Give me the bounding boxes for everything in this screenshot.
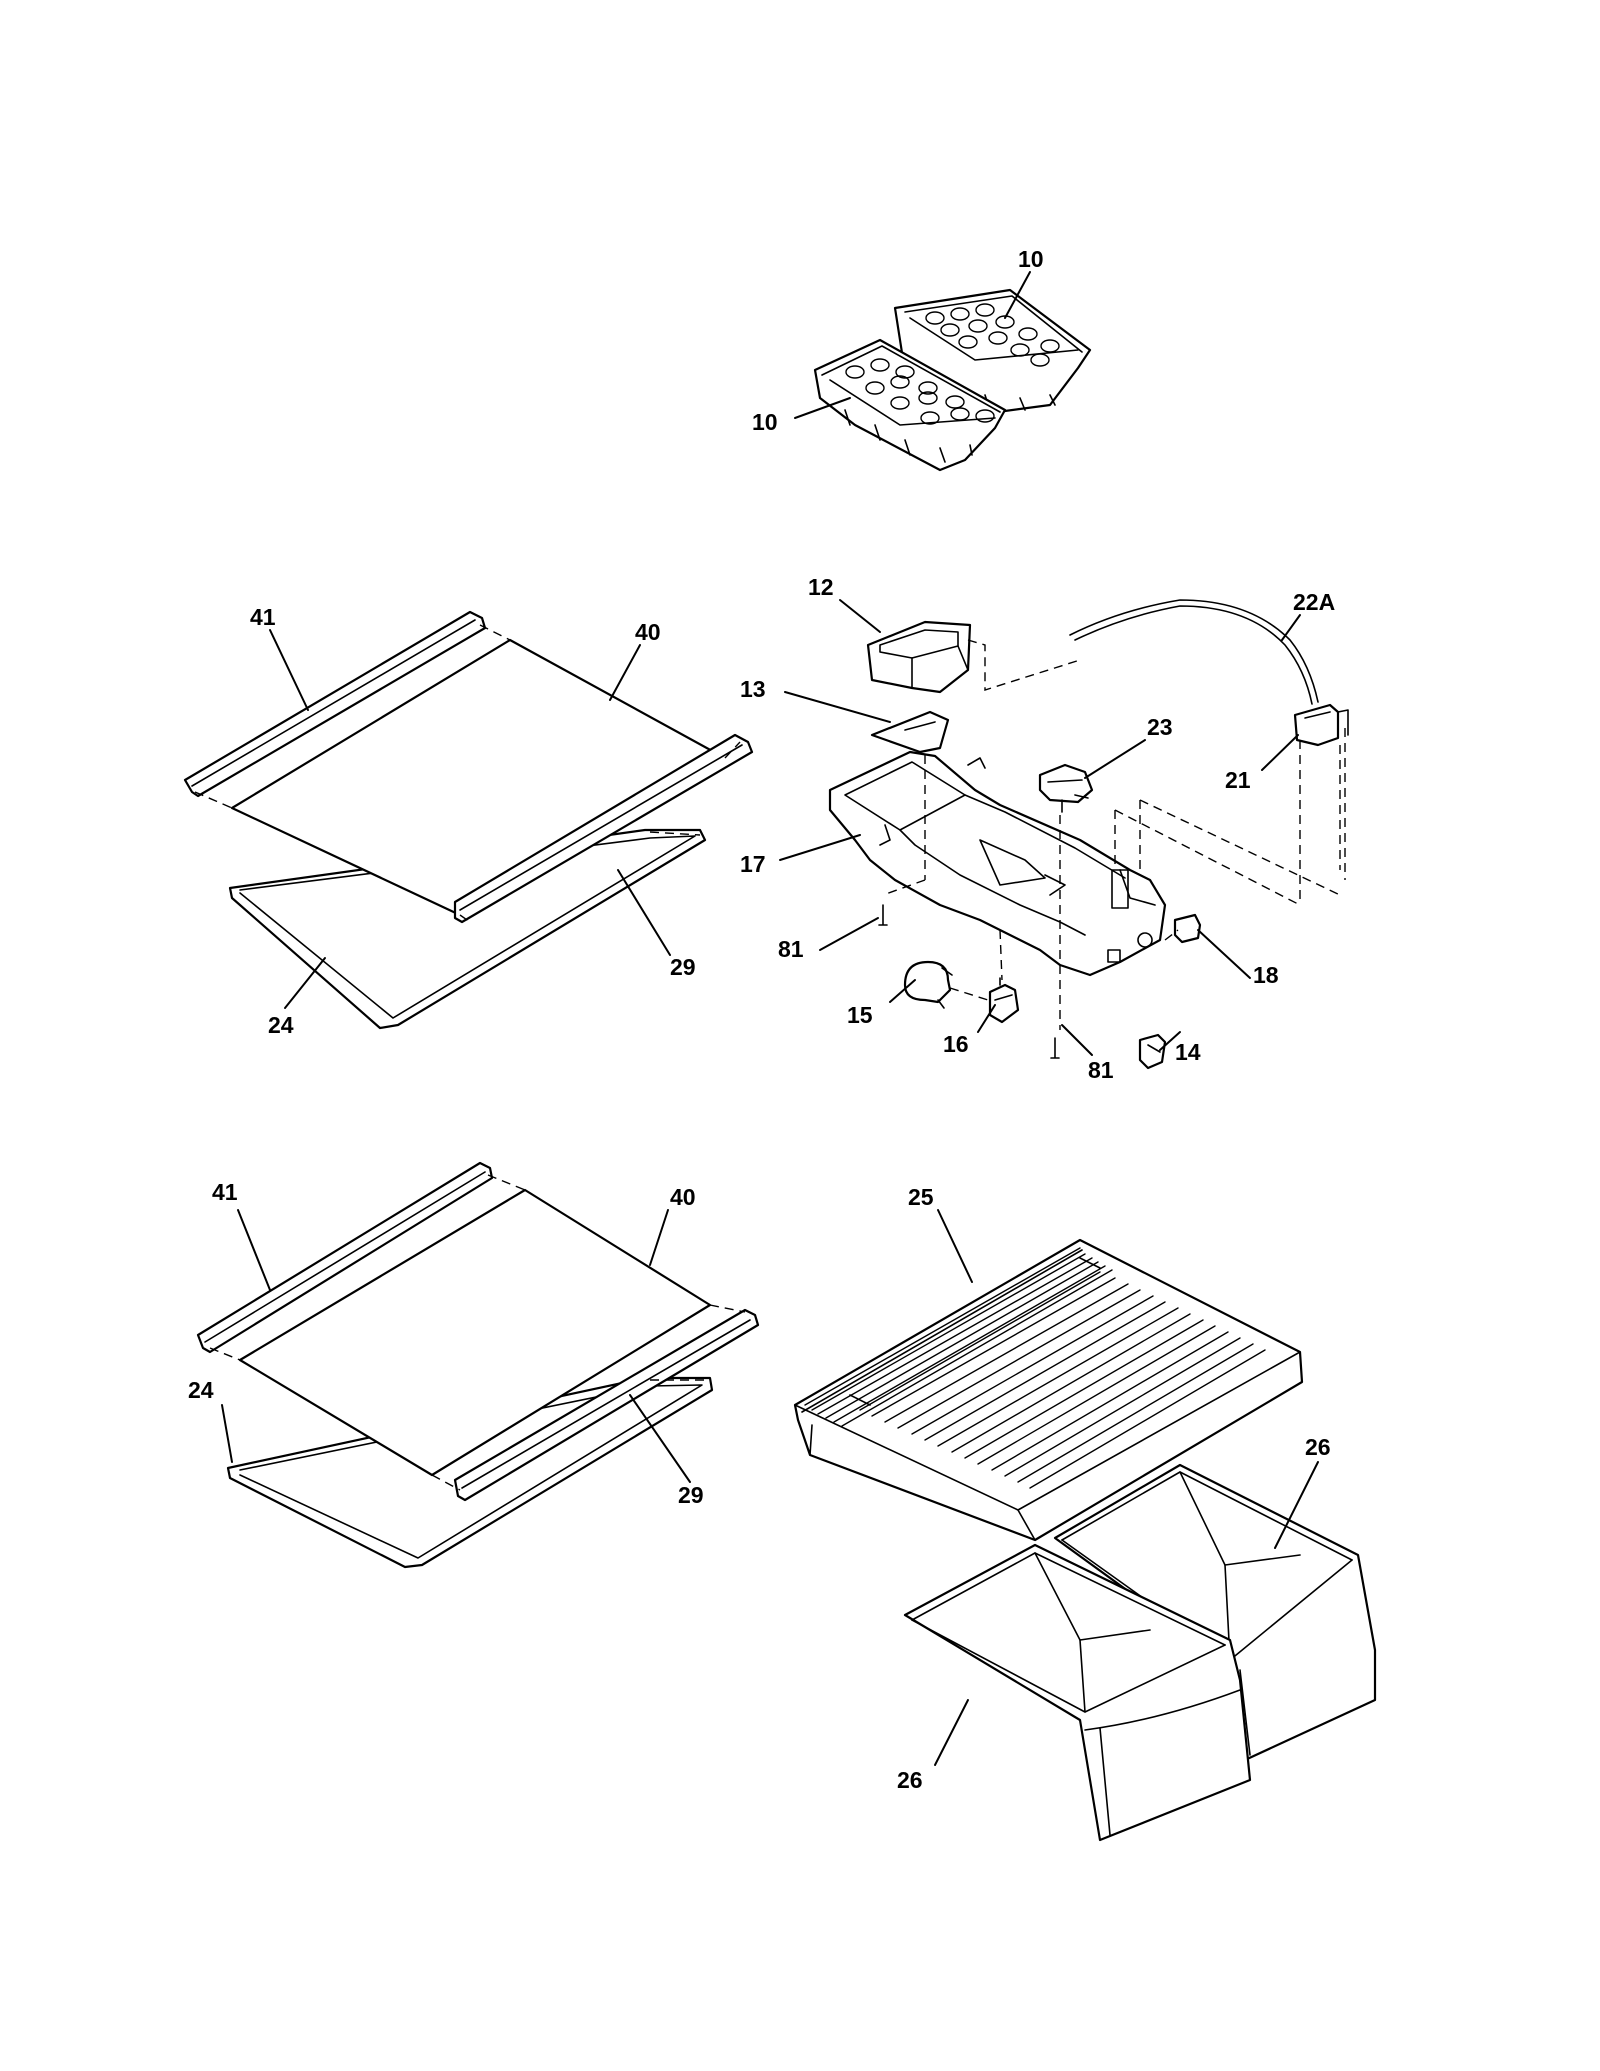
leader-41-bottom xyxy=(237,1209,271,1291)
leader-21 xyxy=(1261,734,1299,771)
socket xyxy=(988,983,1020,1024)
callout-40-top: 40 xyxy=(635,619,661,645)
callout-15: 15 xyxy=(847,1002,873,1028)
leader-16 xyxy=(977,1004,996,1033)
leader-81-right xyxy=(1061,1024,1093,1056)
screw-right xyxy=(1050,1037,1060,1059)
callout-22A: 22A xyxy=(1293,589,1335,615)
leader-29-top xyxy=(617,869,671,956)
switch-14 xyxy=(1138,1033,1167,1070)
callout-26-left: 26 xyxy=(897,1767,923,1793)
wire-harness xyxy=(1069,599,1319,703)
callout-23: 23 xyxy=(1147,714,1173,740)
thermostat xyxy=(1038,763,1094,804)
leader-12 xyxy=(839,599,881,633)
callout-29-top: 29 xyxy=(670,954,696,980)
control-switch xyxy=(1293,703,1340,747)
top-shelf-assembly xyxy=(183,610,754,1030)
leader-25 xyxy=(937,1209,973,1283)
leader-10-lower xyxy=(794,397,851,419)
leader-29-bottom xyxy=(629,1394,691,1483)
callout-81-right: 81 xyxy=(1088,1057,1114,1083)
leader-13 xyxy=(784,691,891,723)
leader-14 xyxy=(1159,1031,1181,1051)
callout-21: 21 xyxy=(1225,767,1251,793)
leader-40-top xyxy=(609,644,641,701)
ice-tray-lower xyxy=(813,338,1007,472)
leader-40-bottom xyxy=(649,1209,669,1266)
knob-18 xyxy=(1173,913,1202,944)
leader-26-right xyxy=(1274,1461,1319,1549)
top-shelf-frame xyxy=(228,828,707,1030)
leader-81-left xyxy=(819,917,879,951)
callout-17: 17 xyxy=(740,851,766,877)
callout-81-left: 81 xyxy=(778,936,804,962)
screw-left xyxy=(878,904,888,926)
callout-41-bottom: 41 xyxy=(212,1179,238,1205)
callout-29-bottom: 29 xyxy=(678,1482,704,1508)
callout-25: 25 xyxy=(908,1184,934,1210)
bottom-shelf-front-trim xyxy=(453,1308,760,1502)
callout-26-right: 26 xyxy=(1305,1434,1331,1460)
callout-10-upper: 10 xyxy=(1018,246,1044,272)
leader-41-top xyxy=(269,629,309,711)
leader-26-left xyxy=(934,1699,969,1766)
leader-23 xyxy=(1084,739,1146,779)
callout-24-top: 24 xyxy=(268,1012,294,1038)
callout-40-bottom: 40 xyxy=(670,1184,696,1210)
leader-24-bottom xyxy=(221,1404,233,1463)
leader-24-top xyxy=(284,957,326,1009)
leader-22A xyxy=(1281,614,1301,641)
callout-12: 12 xyxy=(808,574,834,600)
callout-41-top: 41 xyxy=(250,604,276,630)
callout-10-lower: 10 xyxy=(752,409,778,435)
leader-10-upper xyxy=(1004,271,1031,319)
deflector xyxy=(870,710,950,754)
leader-17 xyxy=(779,834,861,861)
callout-16: 16 xyxy=(943,1031,969,1057)
callout-13: 13 xyxy=(740,676,766,702)
callout-24-bottom: 24 xyxy=(188,1377,214,1403)
crisper-pan-left xyxy=(903,1543,1252,1842)
callout-14: 14 xyxy=(1175,1039,1201,1065)
bottom-shelf-assembly xyxy=(196,1161,760,1569)
control-housing-assembly xyxy=(828,599,1349,1070)
leader-18 xyxy=(1197,929,1251,979)
leader-15 xyxy=(889,979,916,1003)
crisper-cover xyxy=(793,1238,1304,1542)
callout-18: 18 xyxy=(1253,962,1279,988)
